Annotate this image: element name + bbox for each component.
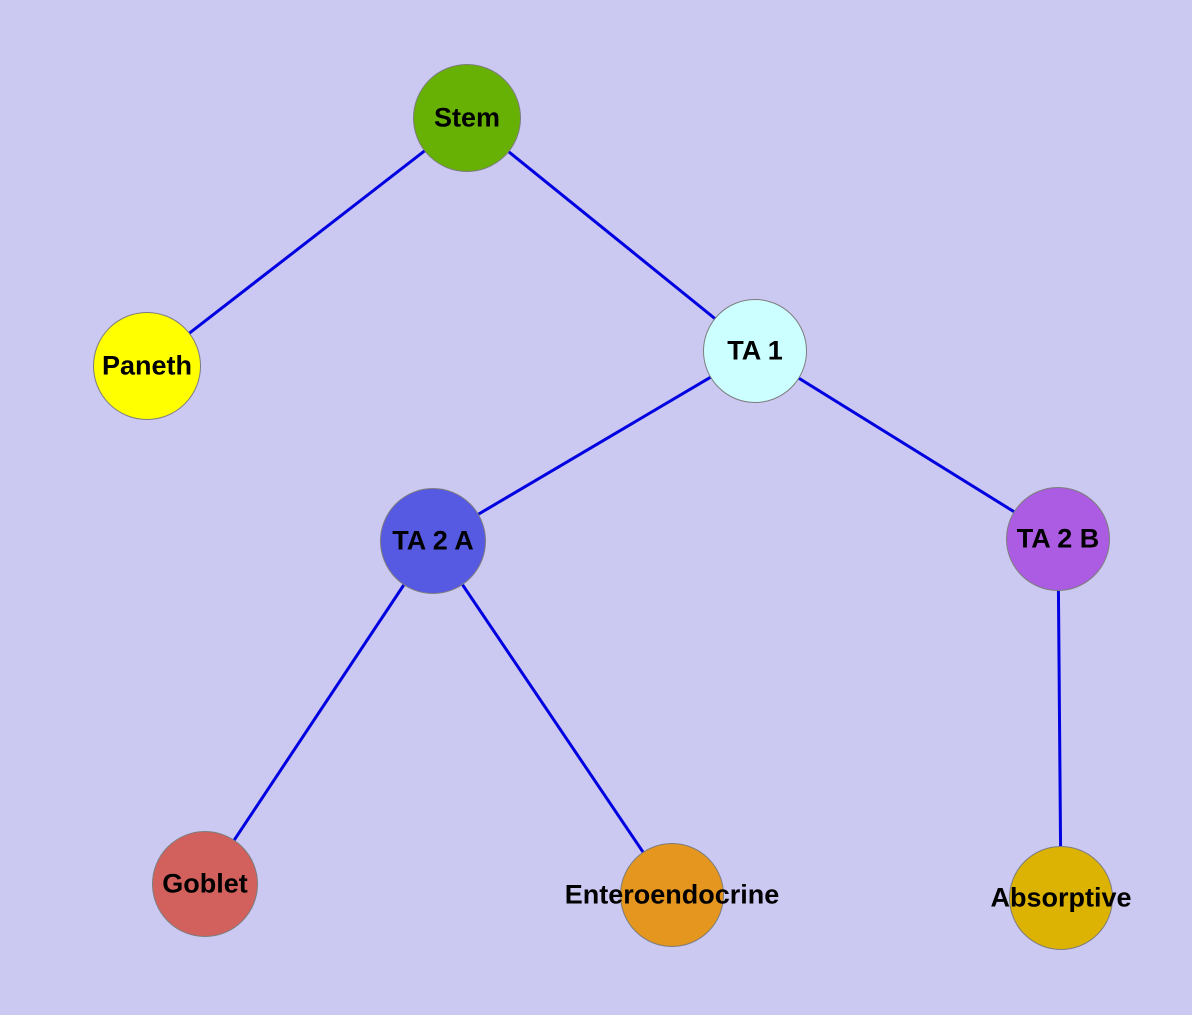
node-label-ta1: TA 1 [727, 335, 783, 366]
node-label-enteroendocrine: Enteroendocrine [564, 879, 780, 910]
edge-ta2a-goblet [203, 540, 435, 885]
edge-ta1-ta2b [754, 349, 1059, 541]
node-ta2a[interactable]: TA 2 A [380, 488, 486, 594]
edge-ta1-ta2a [432, 349, 756, 543]
node-goblet[interactable]: Goblet [152, 831, 258, 937]
edge-ta2b-absorptive [1056, 538, 1063, 899]
node-label-ta2a: TA 2 A [392, 525, 474, 556]
node-enteroendocrine[interactable]: Enteroendocrine [565, 843, 779, 947]
edge-stem-ta1 [466, 116, 756, 353]
canvas-bottom-edge [0, 1015, 1192, 1023]
node-label-ta2b: TA 2 B [1016, 523, 1100, 554]
node-ta2b[interactable]: TA 2 B [1006, 487, 1110, 591]
node-label-stem: Stem [433, 102, 501, 133]
node-stem[interactable]: Stem [413, 64, 521, 172]
edge-ta2a-enteroendocrine [431, 540, 674, 896]
node-label-goblet: Goblet [162, 868, 248, 899]
edge-stem-paneth [146, 116, 468, 368]
node-ta1[interactable]: TA 1 [703, 299, 807, 403]
node-label-paneth: Paneth [101, 350, 193, 381]
node-label-absorptive: Absorptive [990, 882, 1132, 913]
node-paneth[interactable]: Paneth [93, 312, 201, 420]
node-absorptive[interactable]: Absorptive [990, 846, 1132, 950]
